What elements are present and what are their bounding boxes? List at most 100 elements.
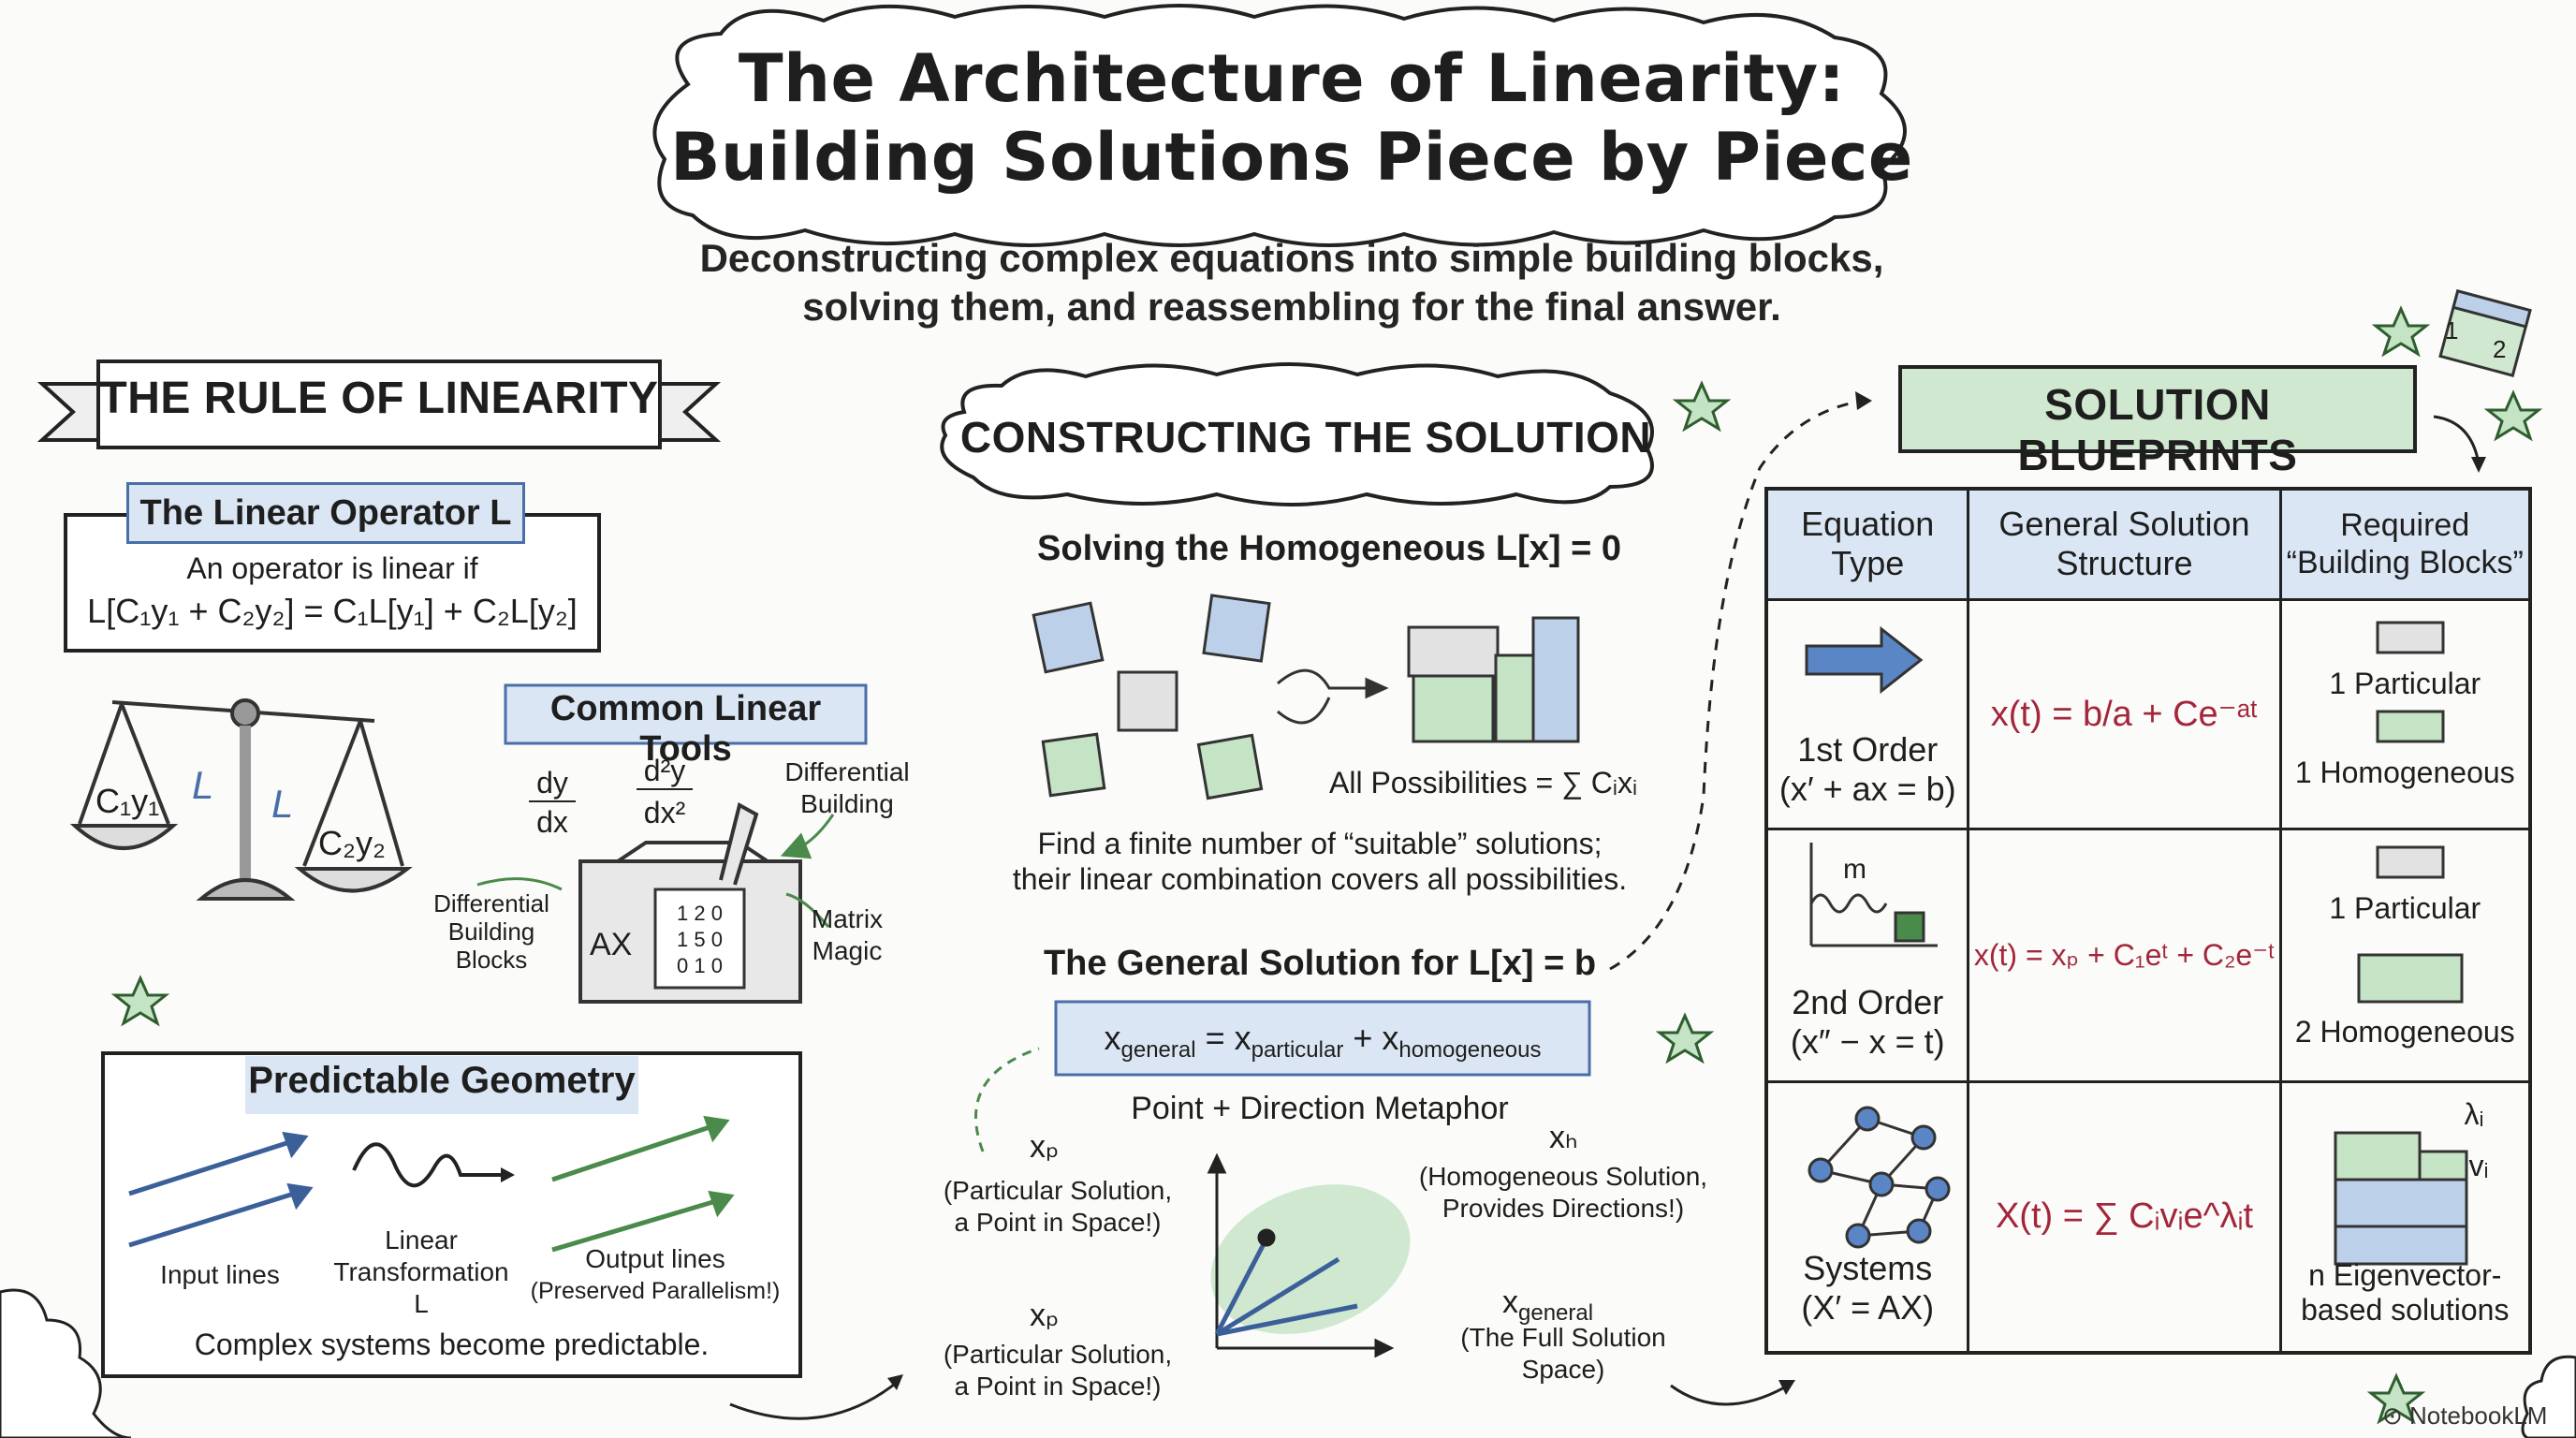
general-formula-box (1054, 1000, 1591, 1077)
xgen-x: x (1502, 1284, 1518, 1320)
xh-note: (Homogeneous Solution, Provides Directio… (1418, 1162, 1708, 1223)
row1-blocks-line2: 1 Homogeneous (2294, 755, 2515, 789)
lambda-label: λᵢ (2464, 1096, 2484, 1131)
xp-label-bottom: xₚ (1030, 1298, 1060, 1333)
mass-label: m (1843, 853, 1866, 885)
row1-type-line2: (x′ + ax = b) (1778, 769, 1956, 808)
row1-blocks: 1 Particular 1 Homogeneous (2278, 597, 2532, 830)
xgeneral-label: xgeneral (1502, 1284, 1593, 1327)
row3-formula: X(t) = ∑ Cᵢvᵢe^λᵢt (1967, 1079, 2282, 1355)
header-general-solution: General Solution Structure (1967, 487, 2282, 601)
page-subtitle: Deconstructing complex equations into si… (562, 234, 2022, 331)
xgeneral-note: (The Full Solution Space) (1460, 1323, 1666, 1384)
tool-differential-blocks: Differential Building Blocks (433, 889, 549, 974)
tool-dx: dx (536, 805, 568, 839)
row3-blocks-line2: based solutions (2301, 1293, 2510, 1327)
bottom-arrow-right (1670, 1384, 1789, 1406)
row1-type: 1st Order (x′ + ax = b) (1764, 597, 1970, 830)
general-title: The General Solution for L[x] = b (1043, 944, 1597, 983)
output-lines-label: Output lines (585, 1244, 725, 1273)
gf-sub3: homogeneous (1398, 1037, 1542, 1064)
solution-space-plot (1207, 1152, 1411, 1358)
all-possibilities: All Possibilities = ∑ Cᵢxᵢ (1329, 766, 1637, 800)
scale-l-right: L (271, 782, 294, 826)
geometry-title: Predictable Geometry (248, 1060, 636, 1101)
scale-left-label: C₁y₁ (95, 782, 160, 820)
row2-blocks-line2: 2 Homogeneous (2294, 1014, 2515, 1049)
tool-ax: AX (590, 927, 633, 962)
blueprint-banner-box (1898, 365, 2417, 453)
input-lines-icon (128, 1131, 314, 1248)
calendar-digit-2: 2 (2493, 335, 2507, 363)
matrix-row: 1 2 0 (677, 902, 723, 925)
notebooklm-logo-icon: ⊙ (2382, 1401, 2403, 1430)
gf-x2: = x (1195, 1019, 1251, 1057)
subtitle-line-2: solving them, and reassembling for the f… (802, 285, 1781, 329)
calendar-digit-1: 1 (2445, 316, 2459, 345)
v-label: vᵢ (2468, 1148, 2489, 1182)
xp-note-bottom: (Particular Solution, a Point in Space!) (943, 1340, 1173, 1401)
xp-label-top: xₚ (1030, 1129, 1060, 1165)
homogeneous-title: Solving the Homogeneous L[x] = 0 (1037, 529, 1621, 568)
toolbox-icon (578, 801, 802, 1004)
matrix-row: 1 5 0 (677, 928, 723, 951)
construct-title: CONSTRUCTING THE SOLUTION (959, 413, 1652, 462)
operator-formula: L[C₁y₁ + C₂y₂] = C₁L[y₁] + C₂L[y₂] (87, 592, 578, 630)
tools-title-box (504, 683, 868, 745)
operator-definition: An operator is linear if (186, 551, 478, 585)
corner-cloud-left (0, 1288, 132, 1438)
matrix-row: 0 1 0 (677, 954, 723, 977)
calendar-icon (2438, 289, 2532, 377)
geometry-title-box (245, 1056, 638, 1114)
operator-title: The Linear Operator L (126, 482, 525, 544)
star-icons (110, 305, 2543, 1425)
scale-right-label: C₂y₂ (318, 824, 386, 862)
row3-type-line1: Systems (1803, 1249, 1933, 1287)
tool-matrix-magic: Matrix Magic (811, 904, 884, 965)
general-formula: xgeneral = xparticular + xhomogeneous (1056, 1019, 1589, 1064)
table-row: Systems (X′ = AX) X(t) = ∑ Cᵢvᵢe^λᵢt λᵢ … (1764, 1079, 2532, 1355)
input-lines-label: Input lines (160, 1260, 280, 1289)
xgen-sub: general (1518, 1299, 1594, 1326)
basis-cubes-icon (1032, 594, 1389, 800)
row3-type: Systems (X′ = AX) (1764, 1079, 1970, 1355)
rule-banner-ribbon (37, 360, 722, 449)
gf-sub2: particular (1251, 1037, 1344, 1064)
header-building-blocks: Required “Building Blocks” (2278, 487, 2532, 601)
blueprint-banner-label: SOLUTION BLUEPRINTS (2017, 380, 2298, 479)
transformation-label: Linear Transformation L (333, 1225, 509, 1318)
find-line-2: their linear combination covers all poss… (1012, 862, 1628, 896)
row1-blocks-line1: 1 Particular (2329, 666, 2481, 700)
table-header-row: Equation Type General Solution Structure… (1764, 487, 2532, 601)
row2-type-line2: (x″ − x = t) (1790, 1021, 1945, 1061)
corner-cloud-right (2521, 1355, 2576, 1438)
tool-differential-building: Differential Building (784, 757, 910, 818)
gf-x1: x (1104, 1019, 1121, 1057)
row2-formula: x(t) = xₚ + C₁eᵗ + C₂e⁻ᵗ (1967, 827, 2282, 1083)
blueprint-down-arrow (2433, 415, 2481, 464)
title-line-1: The Architecture of Linearity: (738, 40, 1846, 117)
row2-type: m 2nd Order (x″ − x = t) (1764, 827, 1970, 1083)
tool-d2y: d²y (637, 754, 693, 790)
title-cloud (652, 4, 1907, 247)
balance-scale-icon (69, 698, 413, 901)
table-row: m 2nd Order (x″ − x = t) x(t) = xₚ + C₁e… (1764, 827, 2532, 1083)
title-line-2: Building Solutions Piece by Piece (670, 119, 1913, 196)
blueprint-table: Equation Type General Solution Structure… (1764, 487, 2532, 1355)
row1-formula: x(t) = b/a + Ce⁻ᵃᵗ (1967, 597, 2282, 830)
watermark: ⊙ NotebookLM (2382, 1401, 2547, 1431)
row2-blocks-line1: 1 Particular (2329, 890, 2481, 925)
header-equation-type: Equation Type (1764, 487, 1970, 601)
row1-type-line1: 1st Order (1797, 729, 1939, 769)
bottom-arrow-left (729, 1379, 900, 1420)
lego-structure-icon (1407, 616, 1580, 743)
geometry-caption: Complex systems become predictable. (194, 1328, 710, 1361)
tools-arrows (476, 814, 835, 928)
find-line-1: Find a finite number of “suitable” solut… (1037, 827, 1603, 860)
row2-type-line1: 2nd Order (1792, 982, 1944, 1021)
output-note: (Preserved Parallelism!) (530, 1278, 781, 1304)
tool-matrix: 1 2 0 1 5 0 0 1 0 (660, 901, 739, 979)
gf-x3: + x (1343, 1019, 1399, 1057)
row3-type-line2: (X′ = AX) (1801, 1288, 1935, 1327)
dashed-connector (1609, 399, 1864, 971)
